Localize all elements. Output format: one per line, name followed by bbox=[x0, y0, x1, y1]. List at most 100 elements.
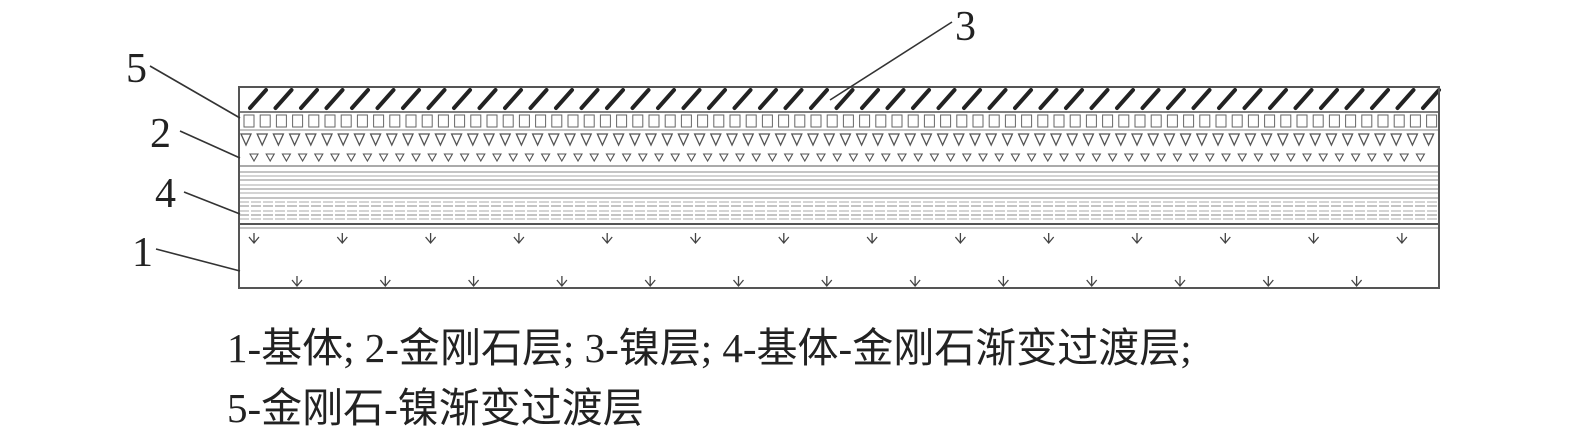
nickel-cell-mark bbox=[1328, 114, 1340, 128]
diamond-grain-mark bbox=[832, 153, 843, 163]
substrate-grain-mark bbox=[1308, 233, 1320, 245]
substrate-grain-mark bbox=[690, 233, 701, 245]
diamond-grain-mark bbox=[677, 133, 690, 147]
diamond-grain-mark bbox=[1285, 153, 1296, 163]
callout-5: 5 bbox=[126, 46, 147, 92]
nickel-hatch-mark bbox=[1370, 88, 1390, 110]
nickel-cell-mark bbox=[535, 114, 547, 128]
diamond-grain-mark bbox=[839, 133, 852, 147]
diamond-grain-mark bbox=[823, 133, 836, 147]
nickel-hatch-mark bbox=[401, 88, 421, 110]
diamond-grain-mark bbox=[281, 153, 292, 163]
nickel-cell-mark bbox=[1312, 114, 1324, 128]
nickel-cell-mark bbox=[1264, 114, 1276, 128]
nickel-cell-mark bbox=[1118, 114, 1130, 128]
nickel-cell-mark bbox=[810, 114, 822, 128]
nickel-cell-mark bbox=[1166, 114, 1178, 128]
diamond-grain-mark bbox=[508, 153, 519, 163]
diamond-grain-mark bbox=[1017, 133, 1030, 147]
diamond-grain-mark bbox=[806, 133, 820, 147]
diamond-grain-mark bbox=[466, 133, 479, 147]
diamond-grain-mark bbox=[1147, 133, 1160, 147]
diamond-grain-mark bbox=[1383, 153, 1393, 163]
diamond-grain-mark bbox=[758, 133, 771, 147]
nickel-hatch-mark bbox=[324, 88, 345, 110]
diamond-grain-mark bbox=[1244, 133, 1257, 147]
diamond-grain-mark bbox=[1237, 153, 1248, 163]
nickel-cell-mark bbox=[891, 114, 903, 128]
diamond-grain-mark bbox=[589, 153, 600, 163]
diamond-grain-mark bbox=[411, 153, 421, 163]
nickel-cell-mark bbox=[405, 114, 417, 128]
diamond-grain-mark bbox=[654, 153, 664, 163]
diamond-grain-mark bbox=[1123, 153, 1134, 163]
callout-4: 4 bbox=[155, 171, 176, 217]
diamond-grain-mark bbox=[725, 133, 739, 147]
nickel-cell-mark bbox=[1085, 114, 1097, 128]
nickel-cell-mark bbox=[1021, 114, 1033, 128]
nickel-hatch-mark bbox=[1268, 88, 1288, 110]
diamond-grain-mark bbox=[661, 133, 674, 147]
diamond-grain-mark bbox=[272, 133, 285, 147]
diamond-grain-mark bbox=[1091, 153, 1102, 163]
diamond-grain-mark bbox=[320, 133, 334, 147]
nickel-cell-mark bbox=[1345, 114, 1357, 128]
diamond-grain-mark bbox=[1276, 133, 1289, 147]
substrate-grain-mark bbox=[997, 276, 1009, 288]
diamond-grain-mark bbox=[1366, 153, 1377, 163]
caption-line-1: 1-基体; 2-金刚石层; 3-镍层; 4-基体-金刚石渐变过渡层; bbox=[227, 325, 1192, 371]
diamond-grain-mark bbox=[450, 133, 463, 147]
nickel-cell-mark bbox=[1037, 114, 1049, 128]
diamond-grain-mark bbox=[1049, 133, 1063, 147]
nickel-hatch-mark bbox=[707, 88, 727, 110]
diamond-grain-mark bbox=[556, 153, 567, 163]
diamond-grain-mark bbox=[871, 133, 884, 147]
diamond-grain-mark bbox=[913, 153, 924, 163]
nickel-cell-mark bbox=[1134, 114, 1146, 128]
diamond-grain-mark bbox=[1107, 153, 1118, 163]
diamond-grain-mark bbox=[702, 153, 713, 163]
nickel-cell-mark bbox=[1361, 114, 1373, 128]
substrate-layer bbox=[248, 233, 1408, 288]
diamond-grain-mark bbox=[304, 133, 317, 147]
diamond-grain-mark bbox=[297, 153, 308, 163]
substrate-diamond-transition-layer bbox=[239, 171, 1439, 229]
diamond-grain-mark bbox=[709, 133, 722, 147]
nickel-cell-mark bbox=[1393, 114, 1405, 128]
nickel-hatch-mark bbox=[758, 88, 778, 110]
nickel-hatch-mark bbox=[1293, 88, 1314, 110]
nickel-cell-mark bbox=[373, 114, 385, 128]
diamond-grain-mark bbox=[499, 133, 512, 147]
diamond-grain-mark bbox=[799, 153, 810, 163]
nickel-hatch-mark bbox=[630, 88, 651, 110]
diamond-grain-mark bbox=[628, 133, 641, 147]
substrate-grain-mark bbox=[733, 276, 744, 288]
diamond-grain-mark bbox=[1318, 153, 1329, 163]
diamond-grain-mark bbox=[1350, 153, 1361, 163]
nickel-hatch-mark bbox=[1089, 88, 1110, 110]
nickel-cell-mark bbox=[972, 114, 984, 128]
diamond-nickel-transition-layer bbox=[239, 114, 1439, 147]
nickel-cell-mark bbox=[308, 114, 320, 128]
nickel-hatch-mark bbox=[273, 88, 294, 110]
nickel-cell-mark bbox=[599, 114, 611, 128]
diamond-grain-mark bbox=[1066, 133, 1079, 147]
diamond-grain-mark bbox=[783, 153, 794, 163]
callout-2: 2 bbox=[150, 111, 171, 157]
diamond-grain-mark bbox=[369, 133, 382, 147]
diamond-grain-mark bbox=[978, 153, 988, 163]
diamond-grain-mark bbox=[1075, 153, 1086, 163]
nickel-cell-mark bbox=[324, 114, 336, 128]
substrate-grain-mark bbox=[468, 276, 480, 288]
nickel-hatch-mark bbox=[426, 88, 447, 110]
substrate-grain-mark bbox=[909, 276, 921, 288]
nickel-cell-mark bbox=[632, 114, 644, 128]
diamond-grain-mark bbox=[968, 133, 982, 147]
nickel-cell-mark bbox=[680, 114, 692, 128]
substrate-grain-mark bbox=[1043, 233, 1055, 245]
nickel-cell-mark bbox=[486, 114, 498, 128]
nickel-hatch-mark bbox=[503, 88, 523, 110]
nickel-hatch-mark bbox=[1319, 88, 1339, 110]
diamond-grain-mark bbox=[1172, 153, 1183, 163]
